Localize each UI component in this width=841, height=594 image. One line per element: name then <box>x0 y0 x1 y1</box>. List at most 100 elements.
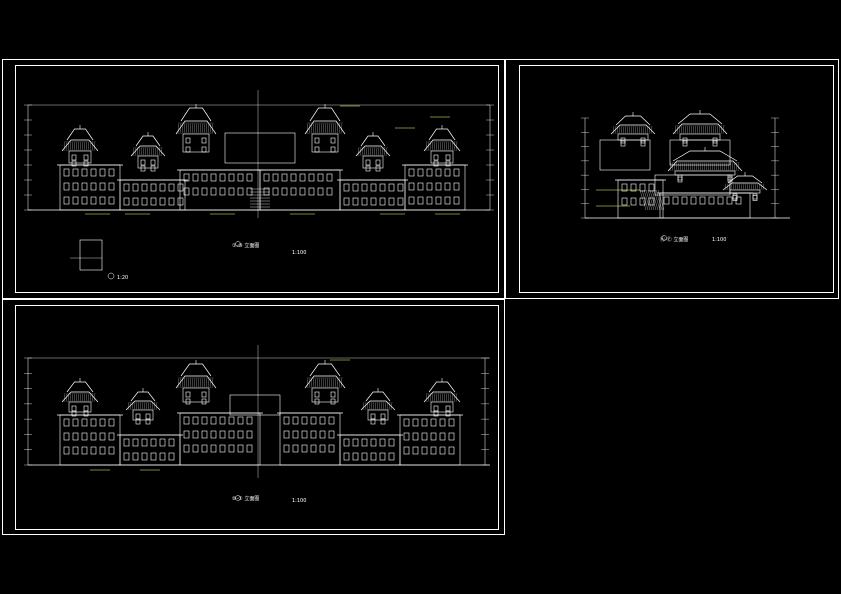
front-tower-6-window <box>433 160 439 167</box>
rear-tower-4-roof-tile <box>318 377 321 389</box>
rear-wing-left-inner-window <box>141 438 148 447</box>
rear-tower-1-window <box>83 405 89 412</box>
front-tower-6-roof-tile <box>447 141 450 152</box>
front-tower-5-roof-tile <box>369 146 372 157</box>
front-wing-right-outer-window <box>417 196 424 205</box>
rear-tower-5-roof-tile <box>386 401 389 411</box>
side-tower-mid-roof-tile <box>669 161 672 172</box>
rear-wing-left-outer-window <box>72 418 79 427</box>
rear-tower-4-roof-tile <box>338 377 341 389</box>
front-tower-5-body <box>362 155 384 169</box>
side-tower-left-body <box>617 133 649 141</box>
side-tower-left-roof-tile <box>618 125 621 135</box>
rear-tower-5-roof-tile <box>368 401 371 411</box>
front-wing-right-outer-window <box>444 168 451 177</box>
front-wing-left-outer-window <box>90 196 97 205</box>
front-wing-left-outer-window <box>99 182 106 191</box>
front-center-left-window <box>192 187 199 196</box>
front-center-left-window <box>210 187 217 196</box>
side-middle-block <box>654 174 731 196</box>
front-tower-4-roof-tile <box>324 122 327 135</box>
front-wing-right-inner-window <box>343 197 350 206</box>
side-tower-left-roof-tile <box>616 125 619 135</box>
rear-tower-2-roof-tile <box>141 401 144 411</box>
rear-wing-right-inner-window <box>361 452 368 461</box>
front-tower-6-roof-upper <box>428 128 456 141</box>
front-tower-2-window <box>140 159 146 166</box>
rear-tower-1-window <box>83 410 89 417</box>
rear-wing-left-outer-window <box>72 432 79 441</box>
rear-tower-6-roof-tile <box>445 392 448 403</box>
rear-block-left-window <box>192 444 199 453</box>
front-tower-6-roof-tile <box>433 141 436 152</box>
front-tower-2-roof-tile <box>136 146 139 157</box>
rear-tower-2-roof-tile <box>131 401 134 411</box>
front-tower-6-roof-tile <box>435 141 438 152</box>
front-center-left-window <box>246 173 253 182</box>
rear-tower-2-body <box>132 409 154 421</box>
rear-block-left-window <box>237 430 244 439</box>
front-tower-6-roof-tile <box>425 141 428 152</box>
sheet-rear-title: ⑩-① 立面图 <box>232 496 260 502</box>
front-wing-left-inner-window <box>141 183 148 192</box>
side-porch-roof-roof-tile <box>748 183 751 191</box>
front-center-right-window <box>281 187 288 196</box>
front-wing-left-outer-window <box>108 196 115 205</box>
side-tower-mid-roof-tile <box>695 161 698 172</box>
rear-wing-left-outer-window <box>108 446 115 455</box>
front-tower-1-roof-tile <box>73 141 76 152</box>
front-tower-4-window <box>314 137 320 144</box>
side-tower-left-roof-tile <box>636 125 639 135</box>
front-tower-2-roof-tile <box>158 146 161 157</box>
front-tower-4-roof-upper <box>309 107 341 122</box>
side-tower-right-roof-tile <box>710 124 713 135</box>
front-tower-1-roof-tile <box>83 141 86 152</box>
front-tower-1-window <box>83 160 89 167</box>
side-tower-mid-roof-tile <box>711 161 714 172</box>
rear-tower-6-roof-tile <box>447 392 450 403</box>
side-hatch <box>639 189 647 211</box>
front-wing-left-outer-window <box>99 168 106 177</box>
front-center-left-window <box>183 173 190 182</box>
side-tower-right-roof-tile <box>678 124 681 135</box>
front-tower-2-roof-tile <box>156 146 159 157</box>
rear-tower-6-roof-tile <box>433 392 436 403</box>
front-tower-2-roof-tile <box>140 146 143 157</box>
front-tower-1-roof-tile <box>63 141 66 152</box>
front-tower-2-roof-tile <box>138 146 141 157</box>
side-tower-left-roof-tile <box>640 125 643 135</box>
rear-wing-left-inner-window <box>168 452 175 461</box>
side-porch-roof-window <box>732 195 738 201</box>
rear-tower-2-window <box>145 413 151 420</box>
rear-block-right-window <box>292 430 299 439</box>
rear-block-right-window <box>310 416 317 425</box>
rear-tower-5-roof-tile <box>366 401 369 411</box>
rear-wing-left-outer-window <box>81 446 88 455</box>
rear-tower-6-roof-tile <box>449 392 452 403</box>
rear-tower-3-roof-tile <box>201 377 204 389</box>
side-lower-left-window <box>621 183 628 192</box>
front-tower-3-window <box>185 137 191 144</box>
front-tower-5-roof-tile <box>375 146 378 157</box>
front-tower-1-roof-tile <box>87 141 90 152</box>
front-tower-1-roof-tile <box>65 141 68 152</box>
front-tower-3-roof-tile <box>197 122 200 135</box>
side-tower-mid-roof-tile <box>721 161 724 172</box>
sheet-front-outer <box>2 59 505 299</box>
front-tower-1-roof-tile <box>77 141 80 152</box>
front-wing-right-outer-window <box>417 182 424 191</box>
rear-block-right-window <box>301 416 308 425</box>
front-wing-left-inner-window <box>123 197 130 206</box>
rear-tower-4-roof-tile <box>314 377 317 389</box>
rear-tower-2-roof-tile <box>135 401 138 411</box>
rear-tower-3-window <box>201 391 207 398</box>
front-tower-5-roof-tile <box>363 146 366 157</box>
side-tower-right-roof-tile <box>688 124 691 135</box>
rear-wing-left-outer-window <box>72 446 79 455</box>
front-center-left-window <box>237 187 244 196</box>
side-porch-roof-roof-tile <box>750 183 753 191</box>
front-wing-left-outer-window <box>108 182 115 191</box>
side-lower-right-window <box>663 196 670 205</box>
front-wing-right-inner-window <box>352 197 359 206</box>
